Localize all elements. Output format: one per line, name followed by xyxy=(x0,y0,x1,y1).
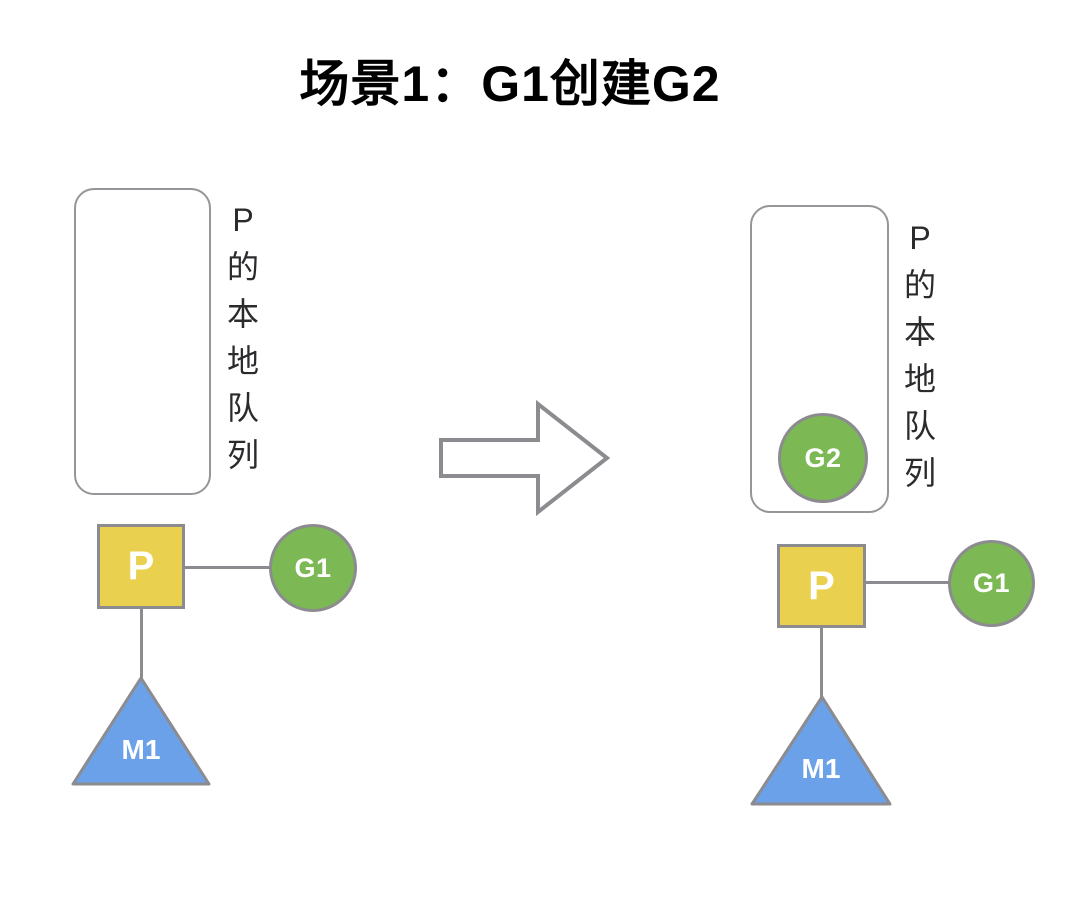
right-processor-machine-connector xyxy=(820,627,823,699)
right-machine-triangle xyxy=(750,695,892,806)
right-processor-box: P xyxy=(777,544,866,628)
left-local-queue-box xyxy=(74,188,211,495)
left-goroutine-circle: G1 xyxy=(269,524,357,612)
left-queue-label: P的本地队列 xyxy=(226,202,259,473)
left-processor-goroutine-connector xyxy=(183,566,271,569)
diagram-title: 场景1：G1创建G2 xyxy=(299,56,721,112)
left-processor-label: P xyxy=(127,544,155,588)
right-goroutine-circle: G1 xyxy=(948,540,1035,627)
right-goroutine-label: G1 xyxy=(972,568,1011,598)
right-queued-goroutine-label: G2 xyxy=(804,442,842,473)
left-machine-label: M1 xyxy=(121,734,161,765)
right-processor-label: P xyxy=(808,563,835,608)
right-queue-label: P的本地队列 xyxy=(903,220,936,491)
left-goroutine-label: G1 xyxy=(294,552,332,583)
right-processor-goroutine-connector xyxy=(864,581,950,584)
left-processor-box: P xyxy=(97,524,185,609)
right-queued-goroutine-circle: G2 xyxy=(778,413,868,503)
left-processor-machine-connector xyxy=(140,607,143,679)
transition-arrow-icon xyxy=(439,399,611,517)
right-machine-label: M1 xyxy=(801,753,841,784)
left-machine-triangle xyxy=(71,676,211,786)
